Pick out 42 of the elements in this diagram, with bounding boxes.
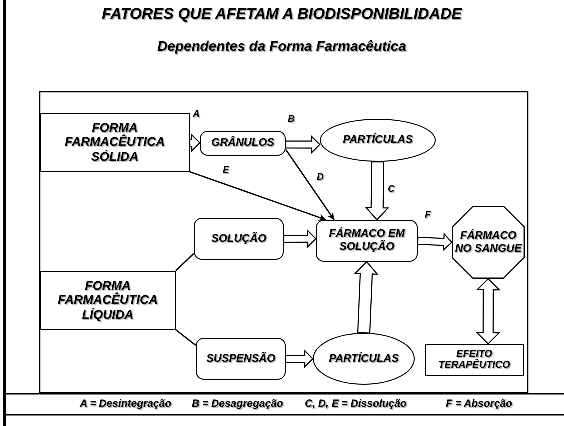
node-label: PARTÍCULAS [343,134,413,147]
block-arrow [285,135,321,154]
node-label: EFEITO TERAPÊUTICO [438,348,512,372]
rounded-box [316,220,418,262]
node-label: FORMA FARMACÊUTICA SÓLIDA [64,120,166,164]
connector-line [176,253,194,272]
subtitle: Dependentes da Forma Farmacêutica [156,38,408,54]
block-arrow [354,261,379,334]
edge-label: E [223,166,230,177]
octagon-node [452,206,525,279]
rounded-box [194,218,284,260]
node-label: FÁRMACO NO SANGUE [454,230,523,256]
node-label: FORMA FARMACÊUTICA LÍQUIDA [57,278,159,322]
block-arrow [285,350,314,368]
node-label: PARTÍCULAS [329,352,399,366]
edge-label: A [193,110,200,121]
node-label: SUSPENSÃO [206,352,276,366]
block-arrow [417,232,453,252]
process-box [40,113,190,172]
block-arrow [283,230,317,248]
legend-note: C, D, E = Dissolução [305,398,407,410]
block-arrow [189,134,201,152]
process-box [425,344,524,376]
legend-note: B = Desagregação [192,398,284,410]
legend-note: A = Desintegração [80,398,172,410]
block-arrow [365,161,390,221]
process-box [40,271,176,330]
node-label: FÁRMACO EM SOLUÇÃO [328,228,406,254]
connector-line [176,329,196,346]
node-label: GRÂNULOS [212,137,274,150]
rounded-box [200,131,286,156]
arrow [190,171,326,221]
edge-label: B [288,115,295,126]
edge-label: F [425,211,431,222]
arrow [285,149,335,220]
edge-label: D [317,173,324,184]
double-block-arrow [476,278,501,345]
legend-note: F = Absorção [446,398,512,410]
node-label: SOLUÇÃO [212,232,266,246]
rounded-box [196,338,286,380]
title: FATORES QUE AFETAM A BIODISPONIBILIDADE [101,6,464,24]
edge-label: C [388,185,395,196]
